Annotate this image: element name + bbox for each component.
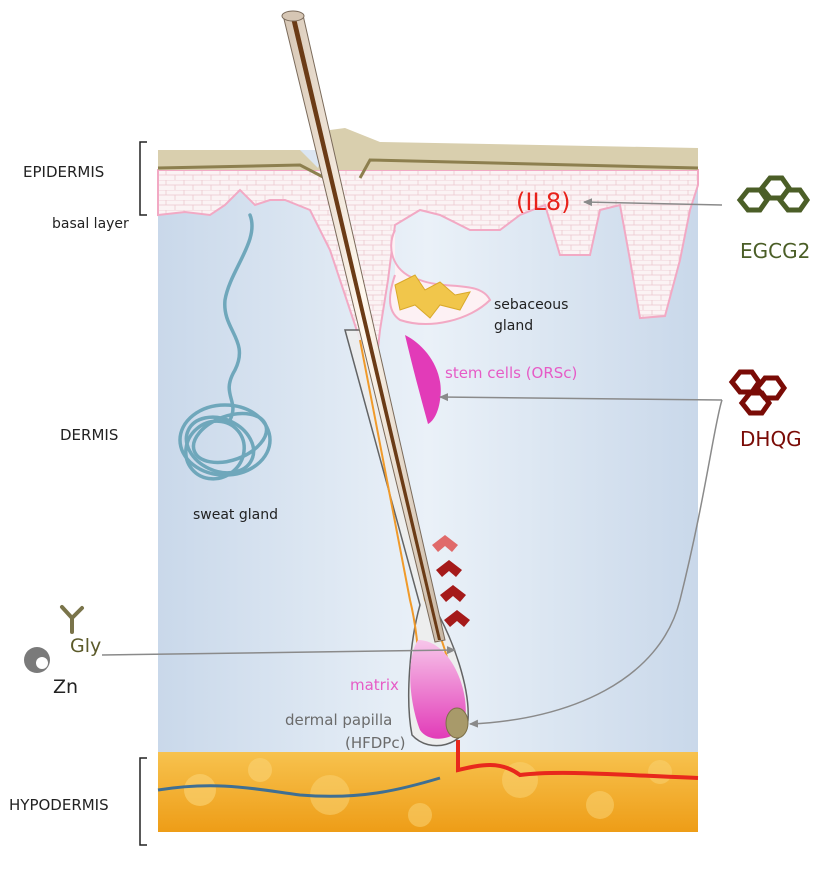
hair-tip [282, 11, 304, 21]
dermal-papilla-shape [446, 708, 468, 738]
egcg2-label: EGCG2 [740, 240, 810, 263]
dhqg-label: DHQG [740, 428, 802, 451]
gly-label: Gly [70, 636, 101, 658]
dermal-papilla-label: dermal papilla [285, 712, 392, 729]
dermis-label: DERMIS [60, 427, 118, 444]
zn-ion-icon [24, 647, 50, 673]
hypodermis-bracket [140, 758, 147, 845]
hypodermis-label: HYPODERMIS [9, 797, 109, 814]
stem-cells-label: stem cells (ORSc) [445, 365, 577, 382]
il8-label: (IL8) [516, 189, 570, 217]
egcg2-molecule-icon [740, 178, 807, 210]
sebaceous-gland-label-line1: sebaceous [494, 297, 568, 313]
hfdpc-label: (HFDPc) [345, 735, 405, 752]
epidermis-bracket [140, 142, 147, 215]
matrix-label: matrix [350, 677, 399, 694]
zn-label: Zn [53, 677, 78, 699]
gly-molecule-icon [62, 607, 82, 632]
sweat-gland-label: sweat gland [193, 507, 278, 523]
epidermis-label: EPIDERMIS [23, 164, 104, 181]
hypodermis-fat-region [158, 752, 698, 832]
stratum-corneum [158, 128, 698, 170]
basal-layer-label: basal layer [52, 216, 129, 232]
dhqg-molecule-icon [732, 372, 784, 413]
sebaceous-gland-label-line2: gland [494, 318, 533, 334]
